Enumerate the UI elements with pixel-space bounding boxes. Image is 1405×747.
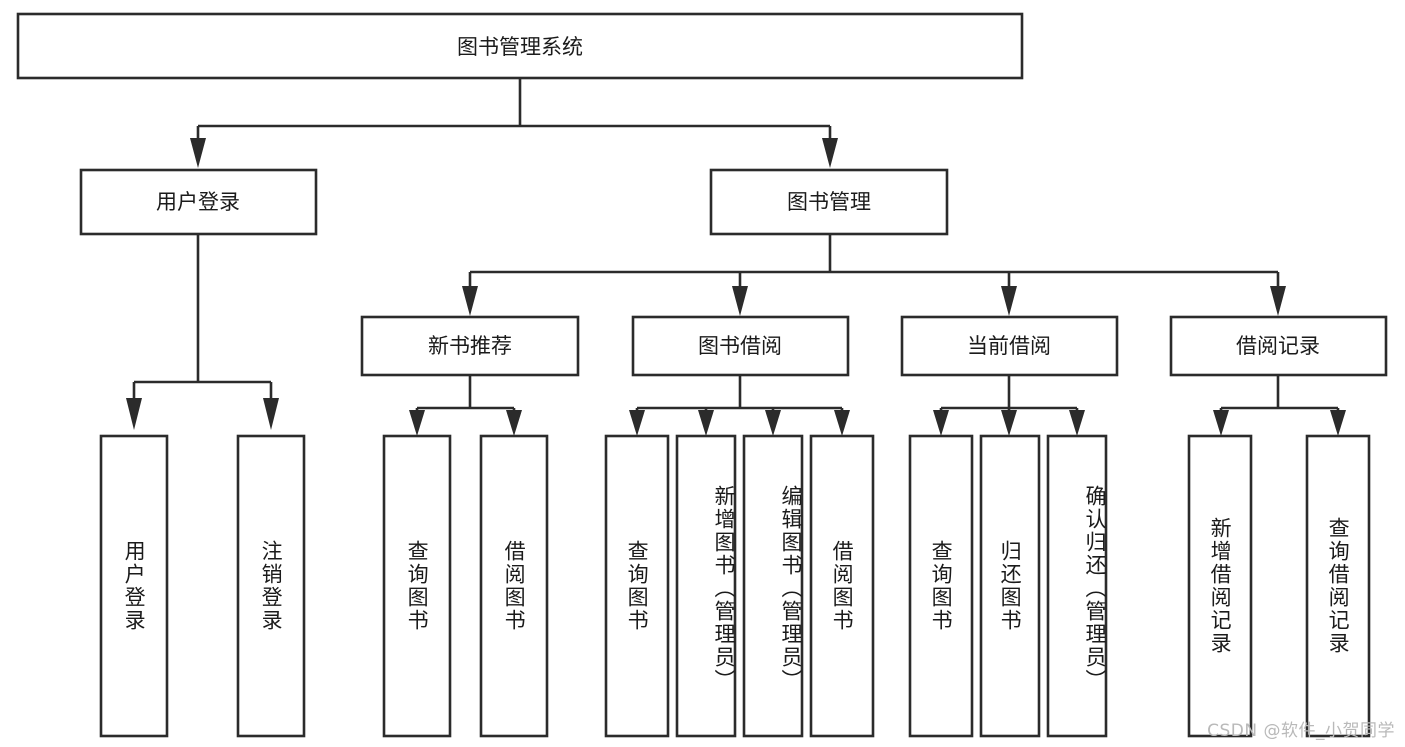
node-leaf-add-borrow-record[interactable] bbox=[1187, 434, 1253, 738]
arrow-user-login-leaf-2 bbox=[263, 398, 279, 430]
node-book-management[interactable] bbox=[709, 168, 949, 236]
arrow-record-leaf-2 bbox=[1330, 410, 1346, 436]
node-leaf-logout[interactable] bbox=[236, 434, 306, 738]
node-leaf-return-book[interactable] bbox=[979, 434, 1041, 738]
connector-layer bbox=[126, 78, 1346, 436]
node-root-label: 图书管理系统 bbox=[457, 35, 583, 59]
node-leaf-borrow-book-recommend[interactable] bbox=[479, 434, 549, 738]
node-leaf-edit-book-admin[interactable] bbox=[742, 434, 804, 738]
arrow-current-leaf-3 bbox=[1069, 410, 1085, 436]
arrow-borrow-leaf-3 bbox=[765, 410, 781, 436]
arrow-root-to-book-manage bbox=[822, 138, 838, 168]
arrow-borrow-leaf-2 bbox=[698, 410, 714, 436]
node-user-login-label: 用户登录 bbox=[156, 190, 240, 214]
node-layer: 图书管理系统 用户登录 图书管理 新书推荐 图书借阅 当前借阅 借阅记录 bbox=[16, 12, 1388, 738]
node-leaf-borrow-book[interactable] bbox=[809, 434, 875, 738]
arrow-new-book-leaf-1 bbox=[409, 410, 425, 436]
arrow-root-to-user-login bbox=[190, 138, 206, 168]
arrow-current-leaf-2 bbox=[1001, 410, 1017, 436]
node-borrow-record-label: 借阅记录 bbox=[1236, 334, 1320, 358]
node-book-management-label: 图书管理 bbox=[787, 190, 871, 214]
node-leaf-add-book-admin[interactable] bbox=[675, 434, 737, 738]
node-new-book-recommend[interactable] bbox=[360, 315, 580, 377]
node-leaf-user-login[interactable] bbox=[99, 434, 169, 738]
arrow-record-leaf-1 bbox=[1213, 410, 1229, 436]
node-current-borrow-label: 当前借阅 bbox=[967, 334, 1051, 358]
node-leaf-query-book-borrow[interactable] bbox=[604, 434, 670, 738]
arrow-book-manage-to-current bbox=[1001, 286, 1017, 316]
node-book-borrow-label: 图书借阅 bbox=[698, 334, 782, 358]
arrow-borrow-leaf-1 bbox=[629, 410, 645, 436]
node-root-book-management-system[interactable] bbox=[16, 12, 1024, 80]
node-leaf-query-borrow-record[interactable] bbox=[1305, 434, 1371, 738]
node-current-borrow[interactable] bbox=[900, 315, 1119, 377]
arrow-book-manage-to-borrow bbox=[732, 286, 748, 316]
arrow-user-login-leaf-1 bbox=[126, 398, 142, 430]
arrow-current-leaf-1 bbox=[933, 410, 949, 436]
node-leaf-confirm-return-admin[interactable] bbox=[1046, 434, 1108, 738]
csdn-watermark: CSDN @软件_小贺同学 bbox=[1207, 721, 1395, 741]
node-new-book-recommend-label: 新书推荐 bbox=[428, 334, 512, 358]
arrow-borrow-leaf-4 bbox=[834, 410, 850, 436]
node-user-login[interactable] bbox=[79, 168, 318, 236]
node-leaf-query-book-recommend[interactable] bbox=[382, 434, 452, 738]
arrow-book-manage-to-record bbox=[1270, 286, 1286, 316]
arrow-new-book-leaf-2 bbox=[506, 410, 522, 436]
node-book-borrow[interactable] bbox=[631, 315, 850, 377]
arrow-book-manage-to-new-book bbox=[462, 286, 478, 316]
node-borrow-record[interactable] bbox=[1169, 315, 1388, 377]
node-leaf-query-book-current[interactable] bbox=[908, 434, 974, 738]
